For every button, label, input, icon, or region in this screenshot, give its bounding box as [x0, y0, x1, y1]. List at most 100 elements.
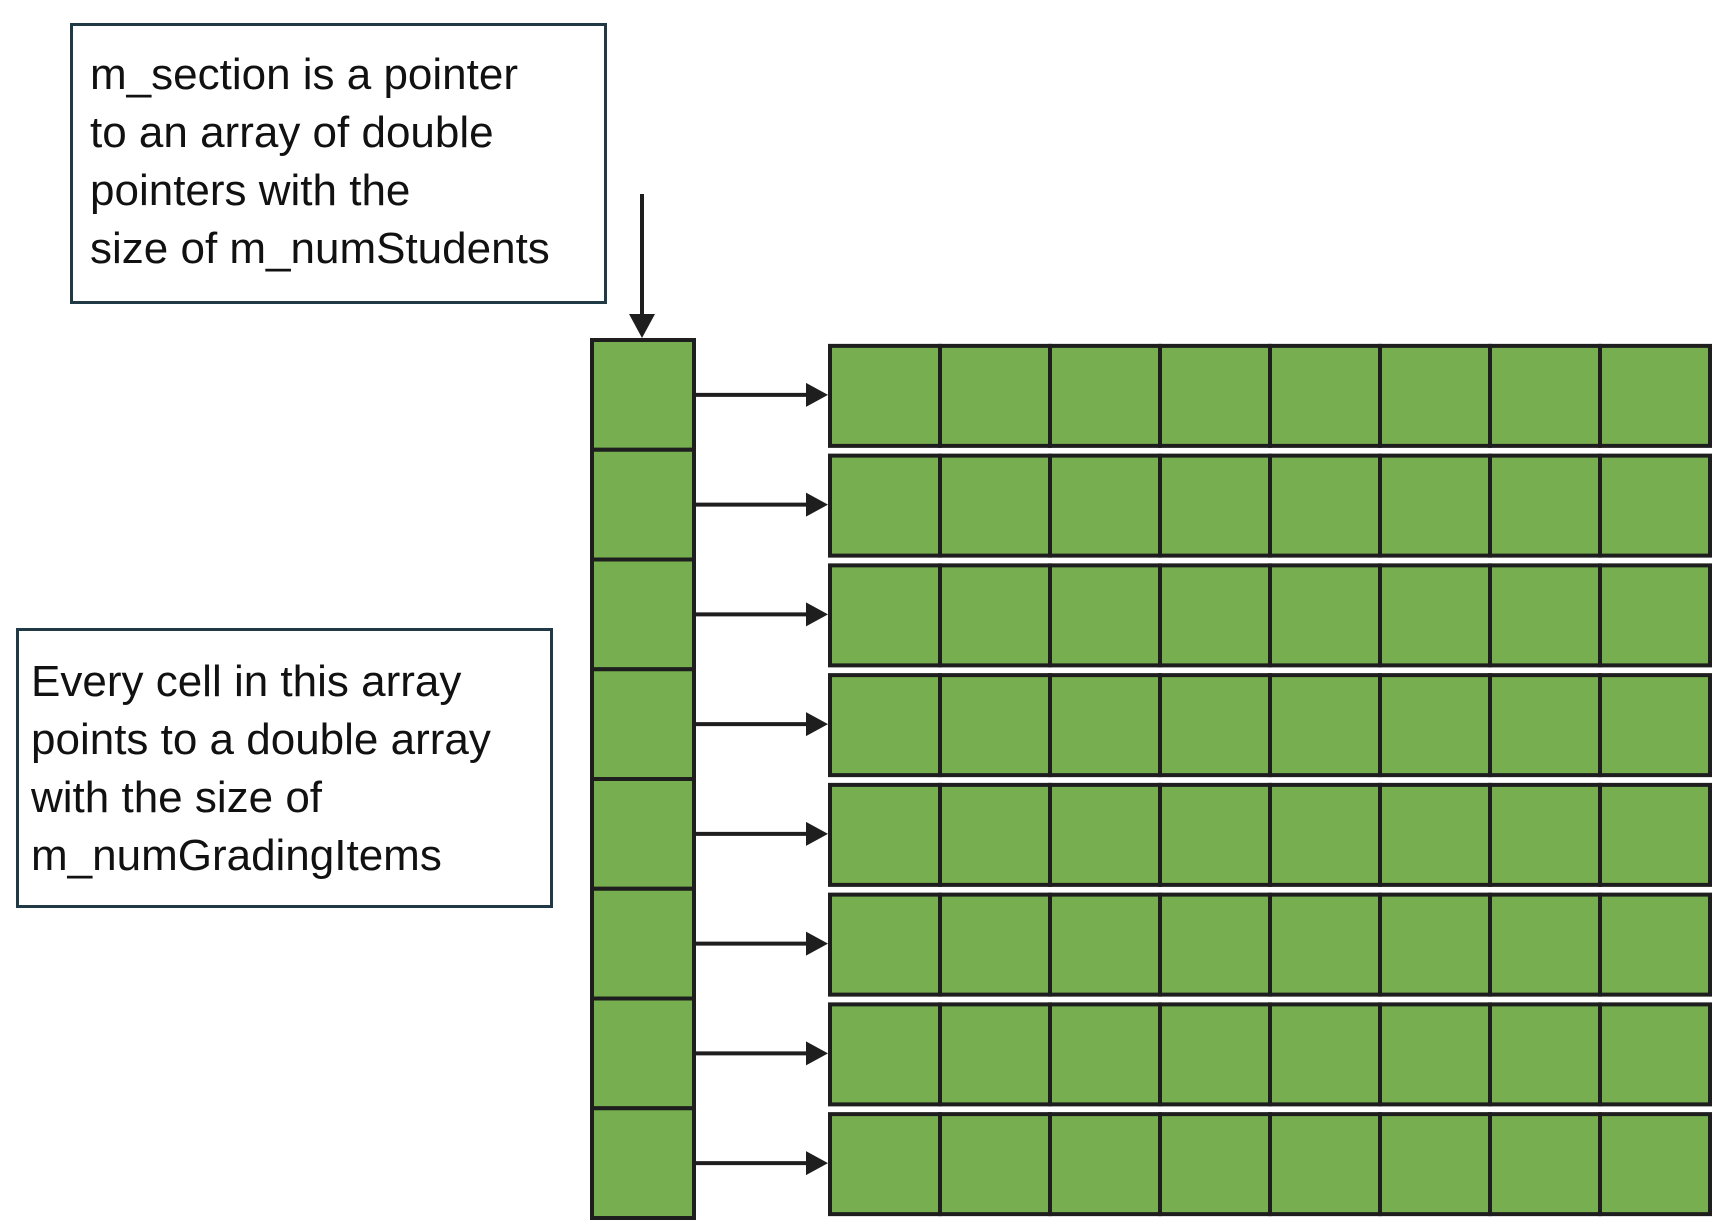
double-array-row-1-cell-5 — [1268, 343, 1382, 448]
double-array-row-8-cell-8 — [1598, 1112, 1712, 1217]
double-array-row-8-cell-4 — [1158, 1112, 1272, 1217]
double-array-row-2-cell-4 — [1158, 453, 1272, 558]
double-array-row-2-cell-6 — [1378, 453, 1492, 558]
double-array-row-6-cell-2 — [938, 892, 1052, 997]
pointer-arrowhead-1 — [806, 382, 828, 407]
pointer-arrow-1 — [694, 382, 828, 407]
double-array-row-4-cell-3 — [1048, 673, 1162, 778]
double-array-row-6 — [828, 892, 1712, 997]
double-array-row-4-cell-2 — [938, 673, 1052, 778]
double-array-row-5-cell-1 — [828, 782, 942, 887]
pointer-arrow-6 — [694, 931, 828, 956]
double-array-row-8-cell-3 — [1048, 1112, 1162, 1217]
double-array-row-7-cell-5 — [1268, 1002, 1382, 1107]
double-array-row-5-cell-7 — [1488, 782, 1602, 887]
double-array-row-1-cell-6 — [1378, 343, 1492, 448]
double-array-row-3-cell-1 — [828, 563, 942, 668]
double-array-row-4-cell-5 — [1268, 673, 1382, 778]
double-array-row-6-cell-8 — [1598, 892, 1712, 997]
callout-every-cell-line-1: Every cell in this array — [31, 657, 462, 706]
pointer-arrowhead-3 — [806, 602, 828, 627]
double-array-row-5-cell-6 — [1378, 782, 1492, 887]
pointer-arrow-8 — [694, 1151, 828, 1176]
double-array-row-7-cell-1 — [828, 1002, 942, 1107]
m-section-arrow — [629, 194, 655, 338]
double-array-row-4-cell-6 — [1378, 673, 1492, 778]
double-array-row-2-cell-8 — [1598, 453, 1712, 558]
double-array-row-8-cell-2 — [938, 1112, 1052, 1217]
double-array-row-3-cell-6 — [1378, 563, 1492, 668]
callout-m-section-line-2: to an array of double — [90, 108, 494, 157]
pointer-cell-6 — [590, 886, 696, 1001]
callout-m-section-line-4: size of m_numStudents — [90, 224, 550, 273]
double-array-row-8-cell-5 — [1268, 1112, 1382, 1217]
double-array-row-1-cell-1 — [828, 343, 942, 448]
double-array-row-6-cell-7 — [1488, 892, 1602, 997]
double-array-row-5-cell-8 — [1598, 782, 1712, 887]
double-array-row-3-cell-7 — [1488, 563, 1602, 668]
double-array-row-2-cell-2 — [938, 453, 1052, 558]
double-array-row-1-cell-4 — [1158, 343, 1272, 448]
double-array-row-2-cell-5 — [1268, 453, 1382, 558]
double-array-row-5-cell-3 — [1048, 782, 1162, 887]
pointer-cell-3 — [590, 557, 696, 672]
pointer-cell-1 — [590, 338, 696, 452]
callout-every-cell-line-4: m_numGradingItems — [31, 831, 442, 880]
double-array-row-4-cell-1 — [828, 673, 942, 778]
double-array-row-1-cell-7 — [1488, 343, 1602, 448]
double-array-row-2-cell-3 — [1048, 453, 1162, 558]
callout-every-cell-line-3: with the size of — [31, 773, 323, 822]
double-arrays — [828, 343, 1712, 1217]
double-array-row-6-cell-6 — [1378, 892, 1492, 997]
pointer-cell-7 — [590, 996, 696, 1111]
pointer-arrow-2 — [694, 492, 828, 517]
double-array-row-2-cell-1 — [828, 453, 942, 558]
double-array-row-6-cell-5 — [1268, 892, 1382, 997]
callout-m-section-line-3: pointers with the — [90, 166, 411, 215]
pointer-arrowhead-8 — [806, 1151, 828, 1176]
pointer-cell-4 — [590, 667, 696, 781]
pointer-arrowhead-2 — [806, 492, 828, 517]
pointer-cell-2 — [590, 447, 696, 562]
callout-m-section: m_section is a pointer to an array of do… — [70, 23, 607, 304]
double-array-row-5-cell-5 — [1268, 782, 1382, 887]
pointer-arrow-4 — [694, 712, 828, 737]
pointer-arrow-7 — [694, 1041, 828, 1066]
double-array-row-8 — [828, 1112, 1712, 1217]
double-array-row-3-cell-3 — [1048, 563, 1162, 668]
pointer-arrowhead-5 — [806, 821, 828, 846]
double-array-row-1-cell-8 — [1598, 343, 1712, 448]
double-array-row-3-cell-4 — [1158, 563, 1272, 668]
double-array-row-6-cell-4 — [1158, 892, 1272, 997]
double-array-row-7-cell-8 — [1598, 1002, 1712, 1107]
pointer-array-column — [590, 338, 696, 1220]
double-array-row-5-cell-2 — [938, 782, 1052, 887]
pointer-cell-5 — [590, 777, 696, 891]
callout-every-cell-line-2: points to a double array — [31, 715, 491, 764]
double-array-row-3-cell-5 — [1268, 563, 1382, 668]
double-array-row-8-cell-6 — [1378, 1112, 1492, 1217]
double-array-row-4-cell-8 — [1598, 673, 1712, 778]
double-array-row-7-cell-7 — [1488, 1002, 1602, 1107]
double-array-row-6-cell-3 — [1048, 892, 1162, 997]
double-array-row-2 — [828, 453, 1712, 558]
pointer-arrowhead-6 — [806, 931, 828, 956]
callout-m-section-line-1: m_section is a pointer — [90, 50, 518, 99]
double-array-row-5-cell-4 — [1158, 782, 1272, 887]
double-array-row-1-cell-3 — [1048, 343, 1162, 448]
double-array-row-5 — [828, 782, 1712, 887]
pointer-arrow-3 — [694, 602, 828, 627]
double-array-row-3-cell-2 — [938, 563, 1052, 668]
pointer-arrows — [694, 382, 828, 1176]
double-array-row-6-cell-1 — [828, 892, 942, 997]
double-array-row-7 — [828, 1002, 1712, 1107]
double-array-row-4-cell-4 — [1158, 673, 1272, 778]
m-section-arrowhead — [629, 314, 655, 338]
pointer-arrow-5 — [694, 821, 828, 846]
double-array-row-3-cell-8 — [1598, 563, 1712, 668]
double-array-row-3 — [828, 563, 1712, 668]
callout-every-cell: Every cell in this array points to a dou… — [16, 628, 553, 908]
pointer-arrowhead-7 — [806, 1041, 828, 1066]
double-array-row-8-cell-1 — [828, 1112, 942, 1217]
